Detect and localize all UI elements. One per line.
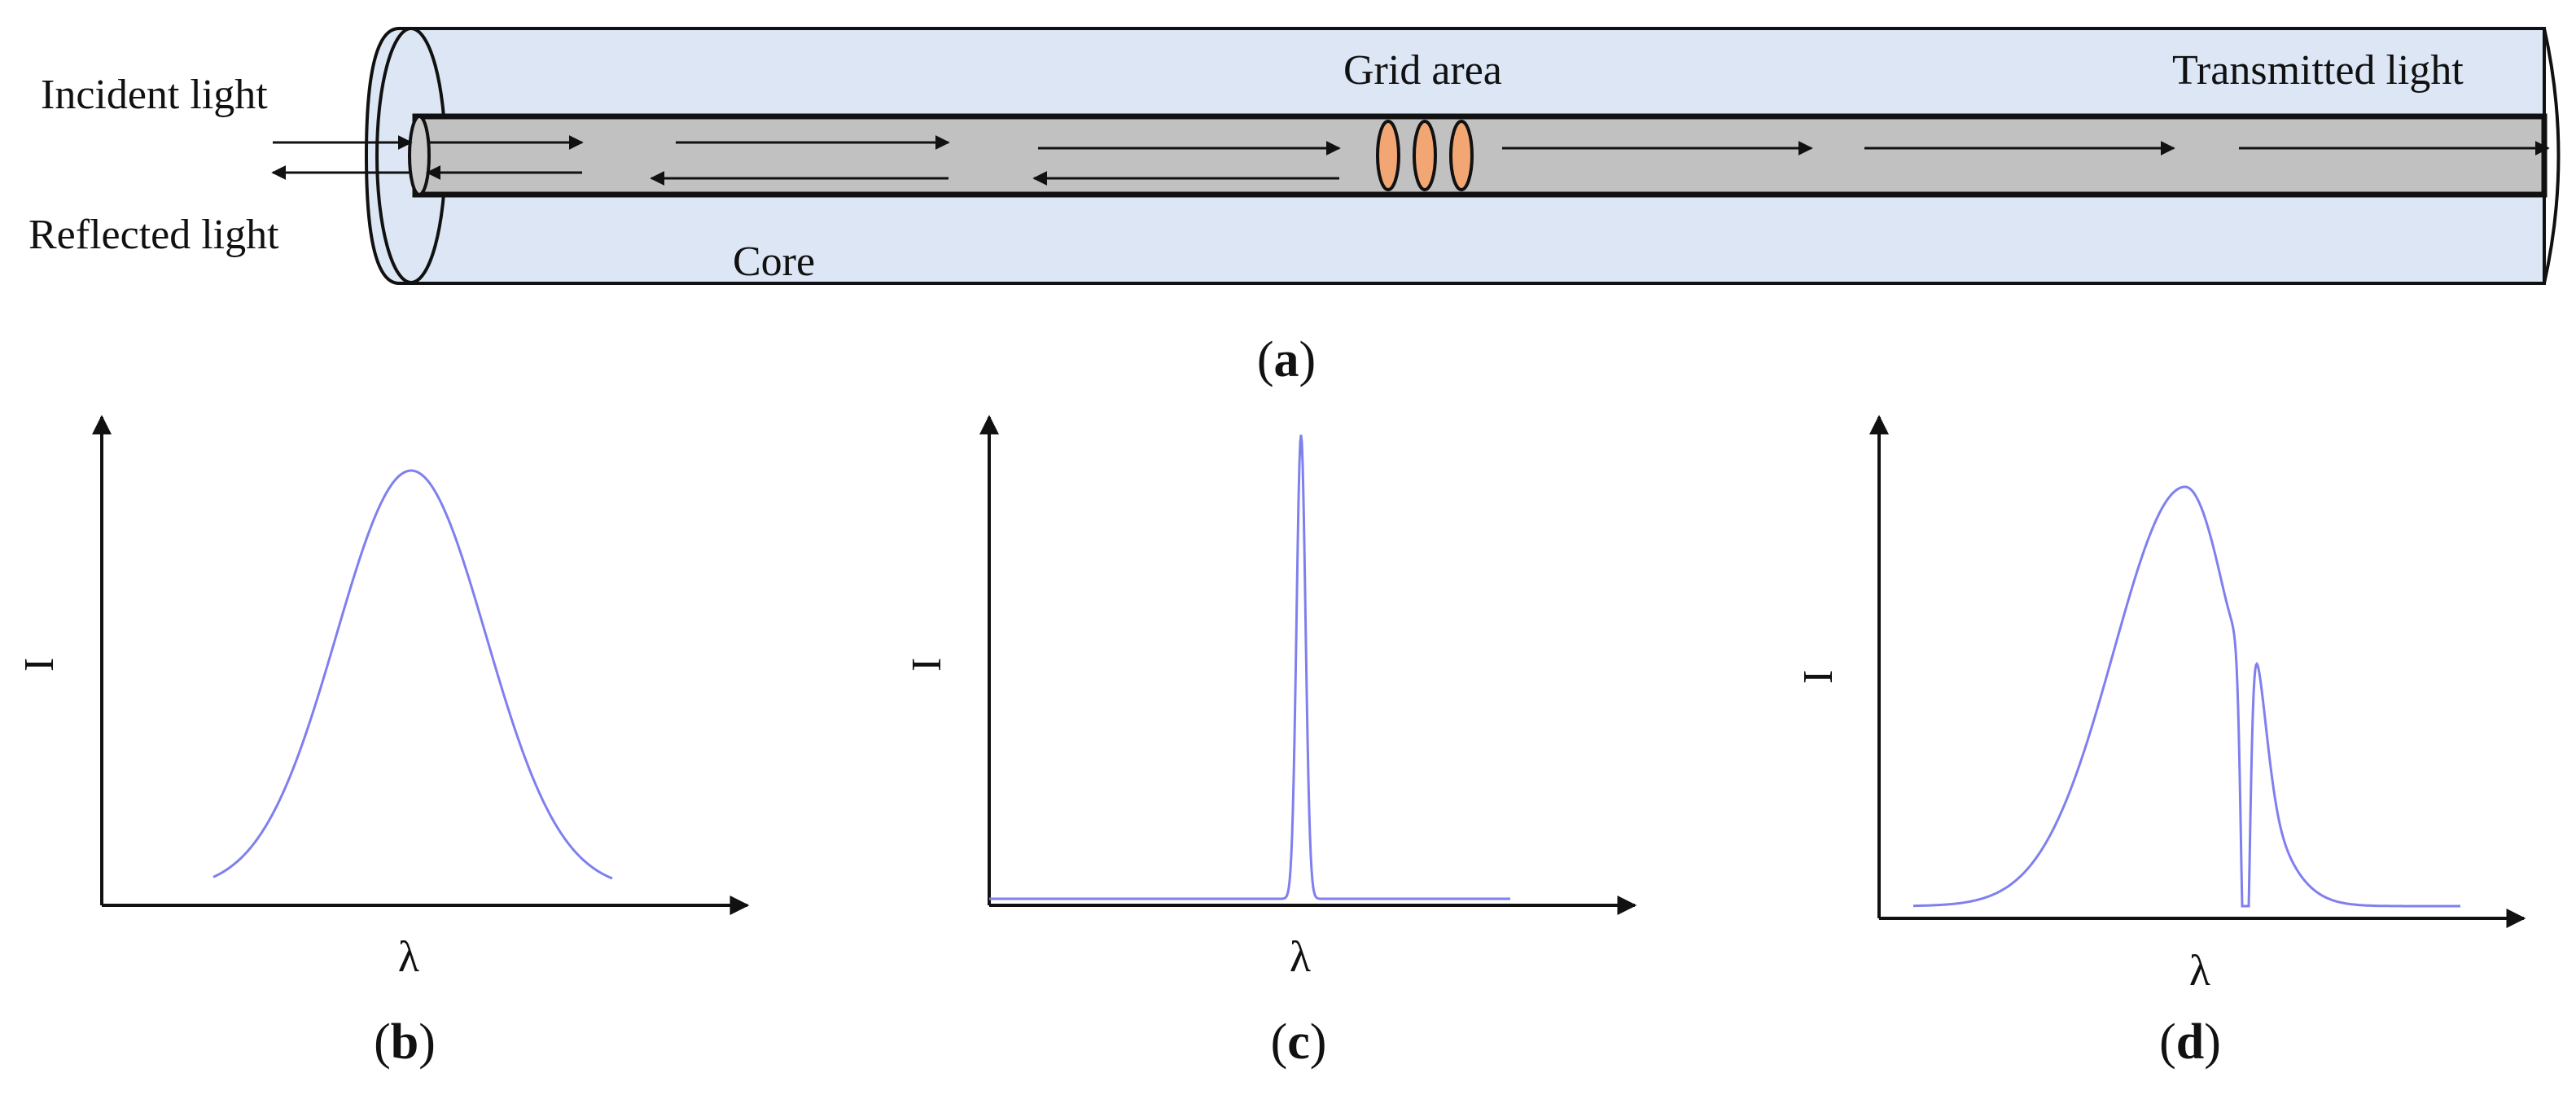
- caption-b: (b): [374, 1014, 436, 1070]
- incident-light-label: Incident light: [41, 72, 268, 118]
- grating-ring: [1376, 120, 1400, 191]
- panel-c-spectrum: I λ (c): [904, 414, 1637, 1070]
- grating-ring: [1413, 120, 1437, 191]
- caption-d: (d): [2159, 1014, 2221, 1070]
- reflected-light-label: Reflected light: [28, 212, 279, 258]
- broadband-spectrum-curve: [212, 469, 613, 880]
- panel-d-spectrum: I λ (d): [1795, 414, 2526, 1070]
- reflected-peak-curve: [989, 434, 1510, 900]
- caption-a: (a): [1257, 332, 1316, 388]
- y-axis-label: I: [1795, 670, 1842, 684]
- y-axis-label: I: [16, 658, 63, 672]
- caption-c: (c): [1271, 1014, 1327, 1070]
- y-axis-label: I: [904, 658, 950, 672]
- grating-region: [1376, 120, 1474, 191]
- grid-area-label: Grid area: [1343, 47, 1502, 94]
- fiber-core: [412, 113, 2548, 198]
- panel-b-spectrum: I λ (b): [16, 414, 750, 1070]
- core-label: Core: [733, 239, 815, 285]
- grating-ring: [1449, 120, 1474, 191]
- x-axis-label: λ: [1290, 932, 1311, 981]
- transmitted-spectrum-curve: [1913, 485, 2460, 908]
- transmitted-light-label: Transmitted light: [2172, 47, 2464, 94]
- panel-a-fiber-diagram: Incident light Reflected light Grid area…: [28, 27, 2561, 388]
- core-end-face: [408, 115, 431, 196]
- x-axis-label: λ: [398, 932, 419, 981]
- x-axis-label: λ: [2189, 946, 2210, 995]
